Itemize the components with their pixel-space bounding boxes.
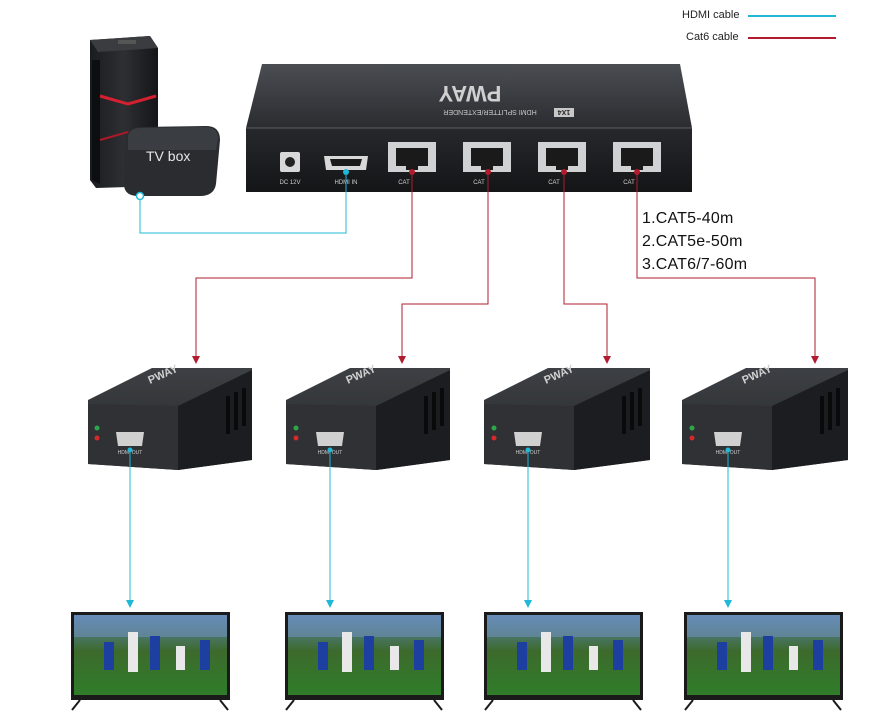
hdmi-cable-input [135,169,349,234]
cat6-cable-4 [634,169,819,364]
tv-box-icon [124,126,220,196]
tv-box-label: TV box [146,148,191,164]
hdmi-cable-tv-1 [126,447,134,608]
receiver-4: PWAY HDMI OUT [682,363,848,470]
legend-hdmi-label: HDMI cable [682,9,740,21]
rj45-port-2 [463,142,511,172]
receiver-3: PWAY HDMI OUT [484,363,650,470]
hdmi-cable-tv-3 [524,447,532,608]
rj45-port-3 [538,142,586,172]
splitter-model: HDMI SPLITTER/EXTENDER [443,108,536,115]
cat6-cable-2 [398,169,491,364]
label-dc-12v: DC 12V [279,180,300,186]
label-cat-1: CAT [398,180,410,186]
receiver-2: PWAY HDMI OUT [286,363,450,470]
rj45-port-1 [388,142,436,172]
label-cat-3: CAT [548,180,560,186]
splitter-device: PWAY HDMI SPLITTER/EXTENDER 1X4 DC 12V H… [246,64,692,192]
cat6-cable-1 [192,169,415,364]
splitter-brand: PWAY [438,81,501,106]
label-cat-2: CAT [473,180,485,186]
cable-spec-2: 2.CAT5e-50m [642,233,743,250]
tv-4 [684,612,843,711]
legend-cat6-label: Cat6 cable [686,31,739,43]
tv-2 [285,612,444,711]
cat6-cable-3 [561,169,611,364]
hdmi-cable-tv-4 [724,447,732,608]
hdmi-cable-tv-2 [326,447,334,608]
label-cat-4: CAT [623,180,635,186]
tv-1 [71,612,230,711]
rj45-port-4 [613,142,661,172]
receiver-1: PWAY HDMI OUT [88,363,252,470]
tv-3 [484,612,643,711]
cable-spec-1: 1.CAT5-40m [642,210,734,227]
splitter-badge: 1X4 [558,108,571,115]
cable-spec-3: 3.CAT6/7-60m [642,256,748,273]
